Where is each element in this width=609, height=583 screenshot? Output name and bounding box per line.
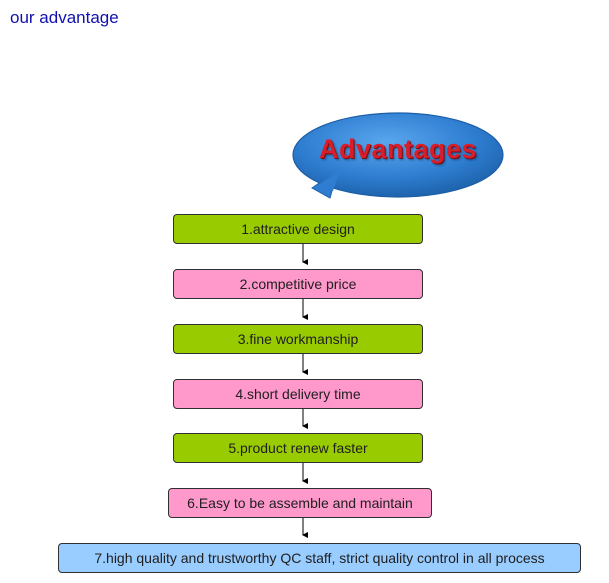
step-label: 6.Easy to be assemble and maintain — [187, 495, 413, 511]
step-label: 1.attractive design — [241, 221, 355, 237]
speech-bubble — [292, 112, 504, 199]
step-7-quality-control: 7.high quality and trustworthy QC staff,… — [58, 543, 581, 573]
step-label: 3.fine workmanship — [237, 331, 359, 347]
step-label: 5.product renew faster — [228, 440, 368, 456]
advantages-bubble: Advantages — [292, 112, 504, 204]
step-label: 7.high quality and trustworthy QC staff,… — [94, 550, 545, 566]
step-5-product-renew-faster: 5.product renew faster — [173, 433, 423, 463]
step-3-fine-workmanship: 3.fine workmanship — [173, 324, 423, 354]
step-label: 4.short delivery time — [235, 386, 361, 402]
step-1-attractive-design: 1.attractive design — [173, 214, 423, 244]
page-heading: our advantage — [10, 8, 119, 27]
step-2-competitive-price: 2.competitive price — [173, 269, 423, 299]
bubble-title: Advantages — [318, 134, 478, 164]
step-4-short-delivery-time: 4.short delivery time — [173, 379, 423, 409]
step-6-easy-assemble-maintain: 6.Easy to be assemble and maintain — [168, 488, 432, 518]
step-label: 2.competitive price — [239, 276, 357, 292]
